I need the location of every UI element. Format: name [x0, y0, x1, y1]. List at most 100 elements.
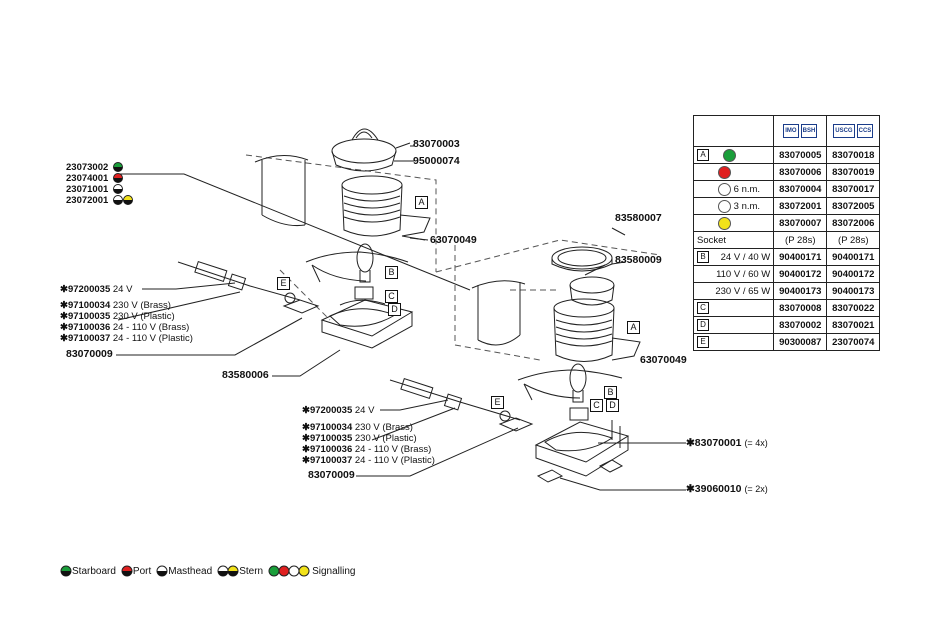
- green-light-icon: [722, 148, 736, 162]
- lens-code: 95000074: [413, 155, 460, 167]
- port-icon: [121, 565, 133, 577]
- table-row: 110 V / 60 W 90400172 90400172: [692, 265, 881, 283]
- leader-socket-top: [116, 317, 303, 356]
- table-row: 83070007 83072006: [692, 214, 881, 232]
- legend: Starboard Port Masthead Stern Signalling: [60, 565, 360, 577]
- table-row: 83070006 83070019: [692, 163, 881, 181]
- callout-b-top: B: [385, 266, 398, 279]
- holder-item: ✱97100036 24 - 110 V (Brass): [302, 444, 432, 455]
- holder-item: ✱97100037 24 - 110 V (Plastic): [302, 455, 435, 466]
- top-screen: [254, 155, 309, 226]
- callout-a-bottom: A: [627, 321, 640, 334]
- callout-c-top: C: [385, 290, 398, 303]
- top-bracket: [305, 251, 409, 283]
- imo-logo: IMO: [783, 124, 799, 138]
- legend-port: Port: [121, 565, 151, 577]
- leader-holder-top: [117, 291, 241, 321]
- assembly-guide-lines: [245, 154, 661, 361]
- screen-code: 23074001: [66, 173, 109, 184]
- callout-b-table: B: [697, 251, 709, 263]
- socket-code-bottom: 83070009: [308, 469, 355, 481]
- callout-a-top: A: [415, 196, 428, 209]
- bottom-lens: [553, 298, 641, 362]
- legend-masthead: Masthead: [156, 565, 212, 577]
- table-row: C 83070008 83070022: [692, 299, 881, 317]
- top-bulb: [356, 243, 374, 283]
- callout-d-table: D: [697, 319, 709, 331]
- bottom-base: [534, 420, 630, 477]
- screw-code: ✱83070001 (= 4x): [686, 437, 768, 449]
- uscg-logo: USCG: [833, 124, 855, 138]
- callout-d-bottom: D: [606, 399, 619, 412]
- holder-list-top: ✱97100034 230 V (Brass) ✱97100035 230 V …: [60, 300, 193, 344]
- callout-d-top: D: [388, 303, 401, 316]
- top-holder: [339, 286, 386, 306]
- table-row: Socket (P 28s) (P 28s): [692, 231, 881, 249]
- table-row: B 24 V / 40 W 90400171 90400171: [692, 248, 881, 266]
- cap-code: 83070003: [413, 138, 460, 150]
- holder-24v-bottom: ✱97200035 24 V: [302, 405, 375, 416]
- holder-item: ✱97100034 230 V (Brass): [302, 422, 413, 433]
- holder-item: ✱97100035 230 V (Plastic): [302, 433, 417, 444]
- table-row: 3 n.m. 83072001 83072005: [692, 197, 881, 215]
- leader-base-top: [272, 349, 341, 377]
- bracket-code-top: 63070049: [430, 234, 477, 246]
- callout-e-table: E: [697, 336, 709, 348]
- bottom-pads: [536, 459, 624, 483]
- stern-icon: [217, 565, 239, 577]
- white-light-icon: [718, 182, 731, 196]
- callout-b-bottom: B: [604, 386, 617, 399]
- ring-code: 83580007: [615, 212, 662, 224]
- bottom-holder: [569, 407, 589, 421]
- legend-starboard: Starboard: [60, 565, 116, 577]
- cover-code: 83580009: [615, 254, 662, 266]
- holder-item: ✱97100037 24 - 110 V (Plastic): [60, 333, 193, 344]
- leader-ring: [611, 227, 626, 265]
- legend-signalling: Signalling: [268, 565, 355, 577]
- leader-24v-top: [142, 282, 236, 290]
- leader-pad: [559, 477, 686, 491]
- red-light-icon: [718, 165, 731, 179]
- leader-bracket-top: [409, 237, 429, 241]
- table-row: A 83070005 83070018: [692, 146, 881, 164]
- top-gasket: [282, 299, 320, 314]
- holder-list-bottom: ✱97100034 230 V (Brass) ✱97100035 230 V …: [302, 422, 435, 466]
- socket-code-top: 83070009: [66, 348, 113, 360]
- screen-code: 23073002: [66, 162, 109, 173]
- starboard-icon: [60, 565, 72, 577]
- bottom-cable: [389, 377, 521, 422]
- table-row: 6 n.m. 83070004 83070017: [692, 180, 881, 198]
- leader-socket-bottom: [356, 427, 519, 477]
- bsh-logo: BSH: [800, 124, 818, 138]
- screen-code: 23071001: [66, 184, 109, 195]
- screen-color-icons: [113, 162, 133, 205]
- callout-c-bottom: C: [590, 399, 603, 412]
- table-row: D 83070002 83070021: [692, 316, 881, 334]
- bottom-gasket: [498, 417, 534, 432]
- signalling-icon: [268, 565, 310, 577]
- yellow-light-icon: [718, 216, 731, 230]
- callout-a-table: A: [697, 149, 709, 161]
- bottom-bulb: [569, 363, 587, 403]
- masthead-icon: [156, 565, 168, 577]
- ccs-logo: CCS: [856, 124, 874, 138]
- base-code-top: 83580006: [222, 369, 269, 381]
- top-cap: [331, 128, 411, 172]
- top-cable: [177, 260, 301, 304]
- callout-c-table: C: [697, 302, 709, 314]
- table-row: 230 V / 65 W 90400173 90400173: [692, 282, 881, 300]
- callout-e-bottom: E: [491, 396, 504, 409]
- bottom-ring: [551, 246, 613, 272]
- bottom-screen: [471, 280, 526, 346]
- pad-code: ✱39060010 (= 2x): [686, 483, 768, 495]
- holder-24v-top: ✱97200035 24 V: [60, 284, 133, 295]
- holder-item: ✱97100034 230 V (Brass): [60, 300, 171, 311]
- legend-stern: Stern: [217, 565, 263, 577]
- white-light-icon: [718, 199, 731, 213]
- leader-24v-bottom: [380, 399, 449, 411]
- holder-item: ✱97100035 230 V (Plastic): [60, 311, 175, 322]
